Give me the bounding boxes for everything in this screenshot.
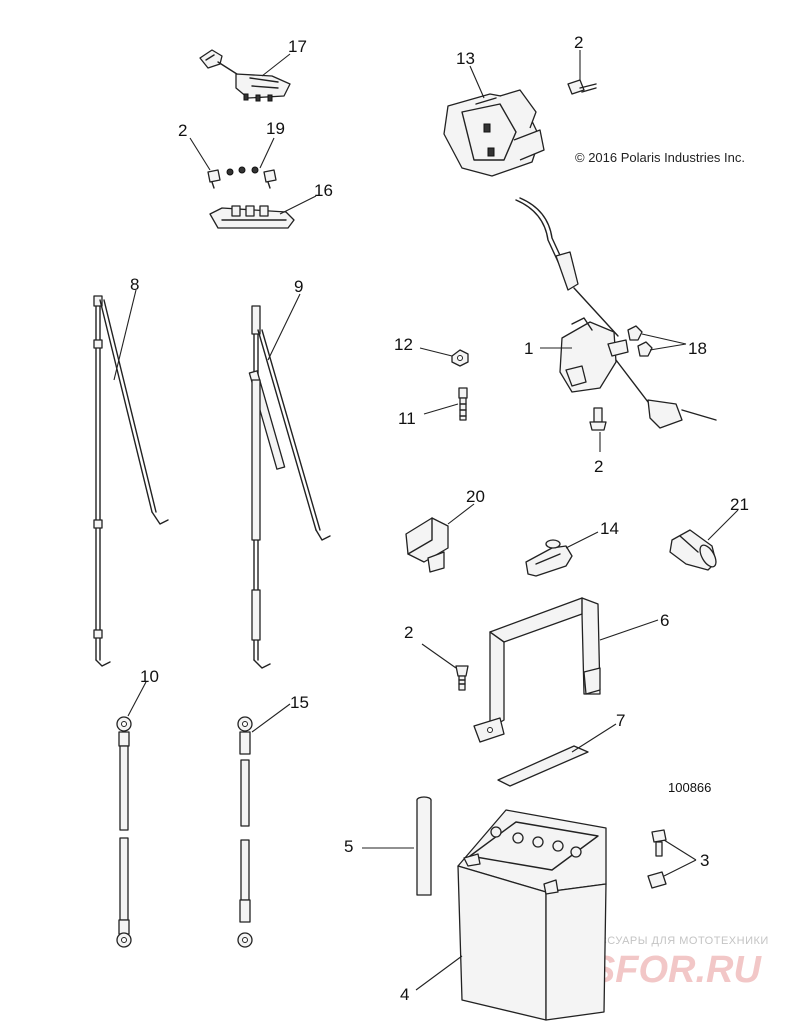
part-2-screw-mid: [589, 407, 607, 431]
part-16-terminal-block: [209, 205, 295, 229]
callout-8: 8: [130, 275, 139, 294]
part-1-solenoid: [515, 197, 717, 429]
callout-4: 4: [400, 985, 409, 1004]
part-10-cable: [116, 716, 132, 948]
part-12-nut: [451, 349, 469, 367]
part-2-screw-low: [455, 665, 469, 691]
callout-16: 16: [314, 181, 333, 200]
callout-7: 7: [616, 711, 625, 730]
callout-21: 21: [730, 495, 749, 514]
callout-11: 11: [398, 409, 416, 428]
part-18-nuts: [627, 325, 653, 357]
callout-15: 15: [290, 693, 309, 712]
callout-2-low: 2: [404, 623, 413, 642]
part-13-fuse-box: [443, 89, 545, 177]
callout-2-top: 2: [574, 33, 583, 52]
part-3-bolt-nut: [647, 829, 667, 889]
part-6-bracket: [473, 597, 601, 743]
part-15-cable: [237, 716, 253, 948]
part-7-pad: [497, 745, 589, 787]
callout-6: 6: [660, 611, 669, 630]
callout-10: 10: [140, 667, 159, 686]
callout-5: 5: [344, 837, 353, 856]
part-9-cable: [248, 305, 331, 669]
part-11-bolt: [458, 387, 468, 421]
callout-14: 14: [600, 519, 619, 538]
diagram-number: 100866: [668, 780, 711, 795]
callout-20: 20: [466, 487, 485, 506]
callout-3: 3: [700, 851, 709, 870]
part-5-tube: [416, 796, 432, 896]
part-8-cable: [93, 295, 169, 667]
callout-2-mid: 2: [594, 457, 603, 476]
part-2-screw-top: [567, 79, 597, 95]
callout-9: 9: [294, 277, 303, 296]
callout-2-left: 2: [178, 121, 187, 140]
part-20-boot: [405, 517, 449, 573]
part-21-boot: [669, 529, 717, 571]
callout-13: 13: [456, 49, 475, 68]
part-4-battery: [457, 809, 607, 1021]
part-14-cap: [525, 539, 573, 577]
copyright-text: © 2016 Polaris Industries Inc.: [575, 150, 745, 165]
callout-18: 18: [688, 339, 707, 358]
callout-19: 19: [266, 119, 285, 138]
part-17-cover: [199, 49, 291, 102]
callout-1: 1: [524, 339, 533, 358]
part-19-nuts: [226, 166, 277, 189]
part-2-screw-left: [207, 169, 221, 189]
callout-12: 12: [394, 335, 413, 354]
callout-17: 17: [288, 37, 307, 56]
